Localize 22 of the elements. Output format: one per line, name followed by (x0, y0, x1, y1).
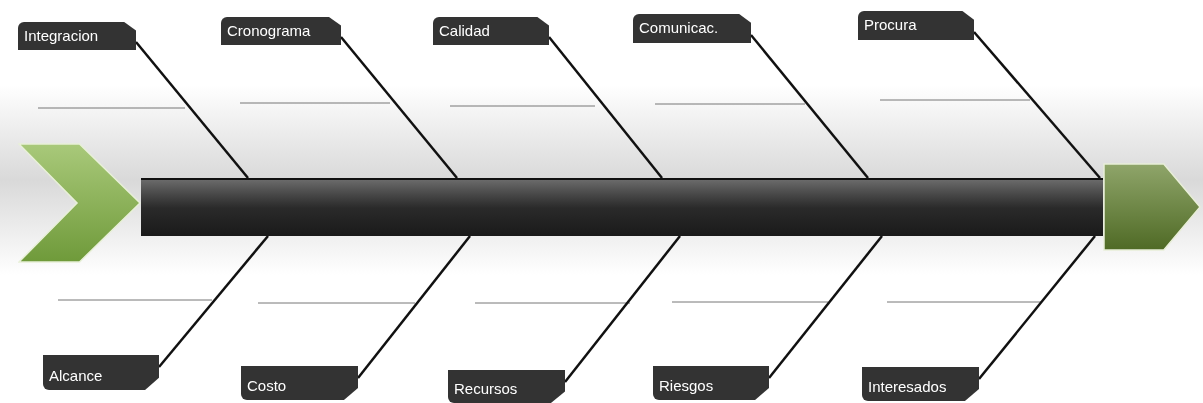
bone-line (158, 235, 269, 368)
category-label: Costo (241, 366, 358, 400)
category-label: Calidad (433, 17, 549, 45)
spine-head-arrow (1103, 163, 1201, 251)
tail-chevron (18, 143, 141, 263)
category-label: Procura (858, 11, 974, 40)
category-label: Interesados (862, 367, 979, 401)
bone-line (564, 235, 681, 383)
bone-line (750, 34, 869, 179)
category-label: Comunicac. (633, 14, 751, 43)
category-label: Alcance (43, 355, 159, 390)
bone-line (768, 235, 883, 379)
category-label: Riesgos (653, 366, 769, 400)
bone-line (357, 235, 471, 379)
bone-line (340, 36, 458, 179)
category-label: Integracion (18, 22, 136, 50)
category-label: Recursos (448, 370, 565, 403)
bone-line (135, 41, 249, 179)
bone-line (978, 235, 1096, 380)
bone-line (548, 36, 663, 179)
bone-line (973, 31, 1101, 179)
category-label: Cronograma (221, 17, 341, 45)
